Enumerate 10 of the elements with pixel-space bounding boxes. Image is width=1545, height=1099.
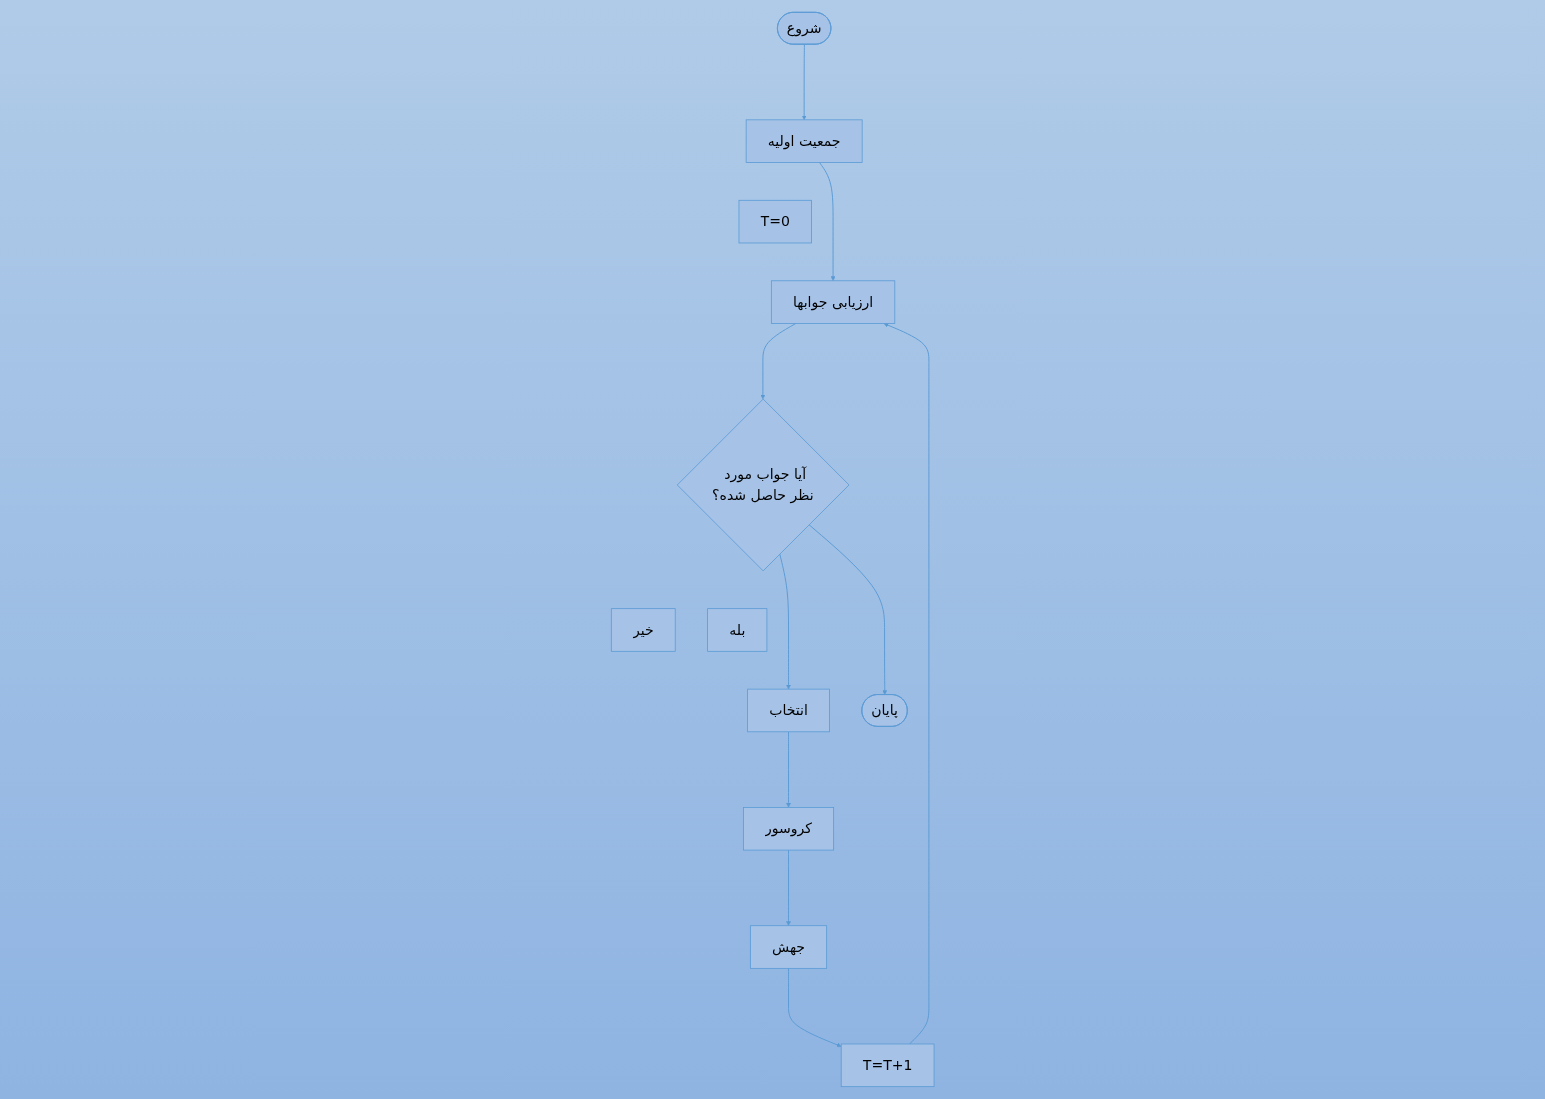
node-box: [749, 925, 827, 969]
node-box: [742, 807, 834, 851]
node-box: [770, 280, 895, 324]
node-box: [707, 608, 768, 652]
node-diamond: [676, 398, 850, 572]
node-box: [738, 199, 812, 244]
node-box: [840, 1043, 935, 1088]
node-box: [745, 119, 863, 163]
node-box: [747, 688, 830, 733]
node-box: [610, 608, 676, 652]
